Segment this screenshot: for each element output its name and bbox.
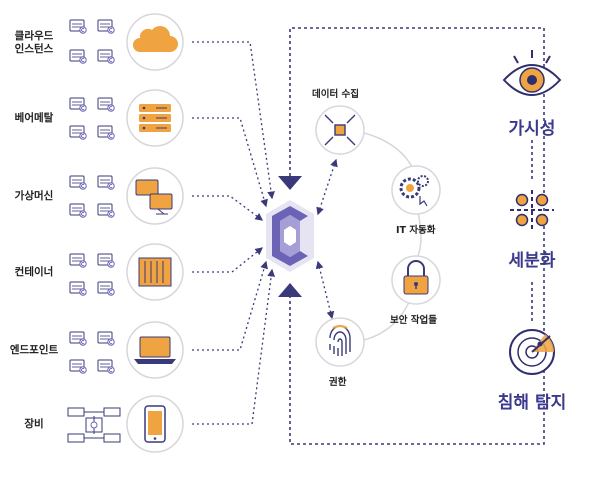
server-rack-icon <box>139 104 171 132</box>
capability-label-visibility: 가시성 <box>508 119 556 139</box>
flow-node-permission[interactable] <box>315 317 365 367</box>
cloud-icon <box>133 25 178 52</box>
source-nodes <box>67 13 184 453</box>
flow-label-permission: 권한 <box>329 377 347 388</box>
network-switch-icon <box>67 407 121 443</box>
source-label-endpoint: 엔드포인트 <box>9 344 59 356</box>
source-label-baremetal: 베어메탈 <box>14 112 54 124</box>
feedback-loop <box>278 27 545 445</box>
server-cube-icon <box>69 19 115 64</box>
segmentation-icon <box>510 190 554 232</box>
flow-ring <box>359 131 422 341</box>
source-label-device: 장비 <box>24 418 44 430</box>
flow-nodes <box>315 105 441 367</box>
capability-label-breach-detection: 침해 탐지 <box>497 393 567 413</box>
source-connectors <box>192 41 276 425</box>
source-node-device[interactable] <box>67 395 184 453</box>
virtual-machine-icon <box>135 179 173 215</box>
flow-label-automation: IT 자동화 <box>396 225 436 236</box>
platform-logo-icon <box>266 200 314 272</box>
capability-icons <box>502 50 562 375</box>
source-label-vm: 가상머신 <box>14 190 54 202</box>
source-node-baremetal[interactable] <box>69 89 184 147</box>
container-icon <box>138 257 172 287</box>
mobile-device-icon <box>144 405 166 443</box>
laptop-icon <box>134 336 176 364</box>
source-node-cloud[interactable] <box>69 13 184 71</box>
flow-label-security: 보안 작업들 <box>390 315 438 326</box>
eye-icon <box>502 50 562 96</box>
lock-icon <box>403 260 429 295</box>
flow-node-collect[interactable] <box>315 105 365 155</box>
flow-node-security[interactable] <box>391 255 441 305</box>
flow-connectors <box>315 158 338 320</box>
source-node-container[interactable] <box>69 243 184 301</box>
source-node-endpoint[interactable] <box>69 321 184 379</box>
gears-icon <box>399 175 429 207</box>
collect-arrows-icon <box>324 114 356 146</box>
up-arrow-icon <box>278 283 302 297</box>
down-arrow-icon <box>278 176 302 190</box>
source-label-container: 컨테이너 <box>14 266 54 278</box>
fingerprint-icon <box>329 325 351 356</box>
capability-label-segmentation: 세분화 <box>508 251 556 271</box>
flow-label-collect: 데이터 수집 <box>312 89 360 100</box>
radar-icon <box>509 329 555 375</box>
source-node-vm[interactable] <box>69 167 184 225</box>
flow-node-automation[interactable] <box>391 165 441 215</box>
